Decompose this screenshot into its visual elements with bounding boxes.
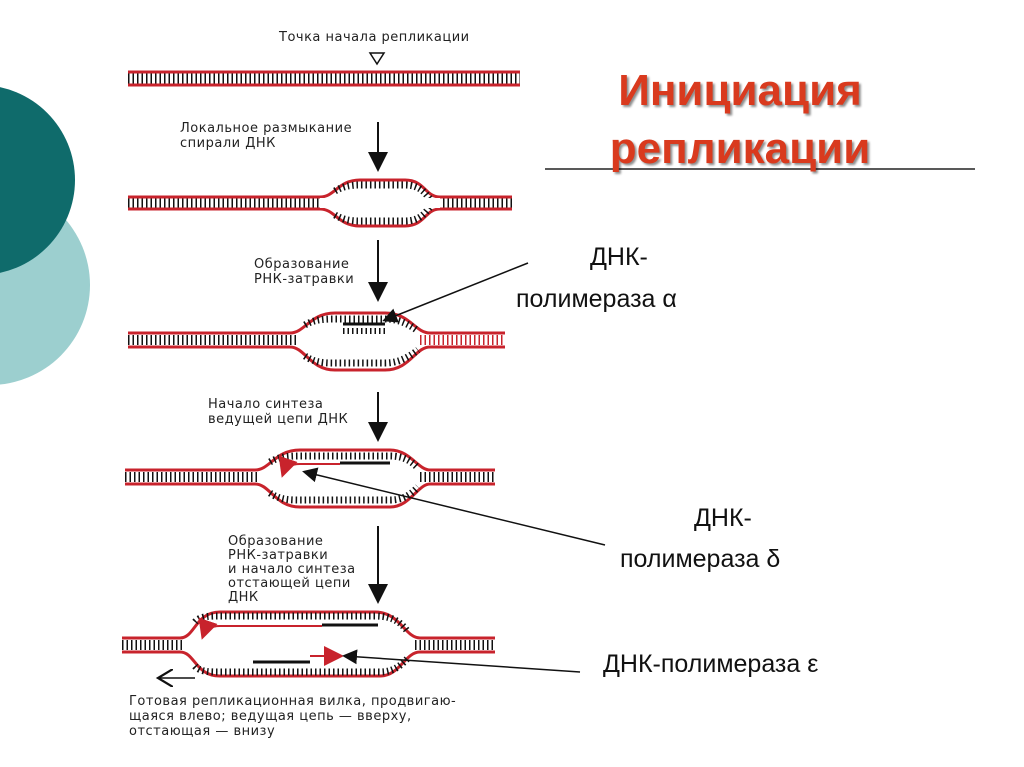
label-pol-alpha-line2: полимераза α bbox=[516, 285, 677, 313]
origin-marker-icon bbox=[368, 52, 386, 66]
slide-title-line2: репликации bbox=[609, 124, 871, 173]
label-pol-delta-line1: ДНК- bbox=[694, 504, 752, 532]
label-pol-delta-line2: полимераза δ bbox=[620, 545, 781, 573]
label-pol-alpha-line1: ДНК- bbox=[590, 243, 648, 271]
caption-final-line3: отстающая — внизу bbox=[129, 724, 276, 739]
caption-final-line1: Готовая репликационная вилка, продвигаю- bbox=[129, 694, 457, 709]
pointer-pol-epsilon bbox=[342, 649, 581, 673]
leading-strand-arrow-2 bbox=[198, 617, 322, 640]
pointer-pol-alpha bbox=[382, 262, 529, 323]
slide-title-line1: Инициация bbox=[618, 66, 862, 115]
caption-step2-line1: Образование bbox=[254, 257, 350, 272]
dna-bubble-step3 bbox=[125, 448, 495, 509]
dna-duplex-step0 bbox=[128, 70, 520, 87]
dna-bubble-step1 bbox=[128, 178, 512, 228]
caption-step4-line5: ДНК bbox=[228, 590, 259, 605]
pointer-pol-delta bbox=[302, 467, 606, 546]
caption-step1-line2: спирали ДНК bbox=[180, 136, 276, 151]
caption-step2-line2: РНК-затравки bbox=[254, 272, 355, 287]
caption-step4-line3: и начало синтеза bbox=[228, 562, 356, 577]
label-pol-epsilon: ДНК-полимераза ε bbox=[603, 650, 819, 678]
leading-strand-arrow bbox=[278, 455, 340, 478]
caption-origin: Точка начала репликации bbox=[279, 30, 470, 45]
caption-step3-line2: ведущей цепи ДНК bbox=[208, 412, 349, 427]
caption-step1-line1: Локальное размыкание bbox=[180, 121, 353, 136]
caption-final-line2: щаяся влево; ведущая цепь — вверху, bbox=[129, 709, 412, 724]
caption-step4-line2: РНК-затравки bbox=[228, 548, 329, 563]
caption-step3-line1: Начало синтеза bbox=[208, 397, 324, 412]
caption-step4-line4: отстающей цепи bbox=[228, 576, 351, 591]
dna-bubble-step2 bbox=[128, 311, 505, 372]
dna-bubble-step4 bbox=[122, 610, 495, 678]
decor-circle-dark bbox=[0, 87, 75, 273]
caption-step4-line1: Образование bbox=[228, 534, 324, 549]
